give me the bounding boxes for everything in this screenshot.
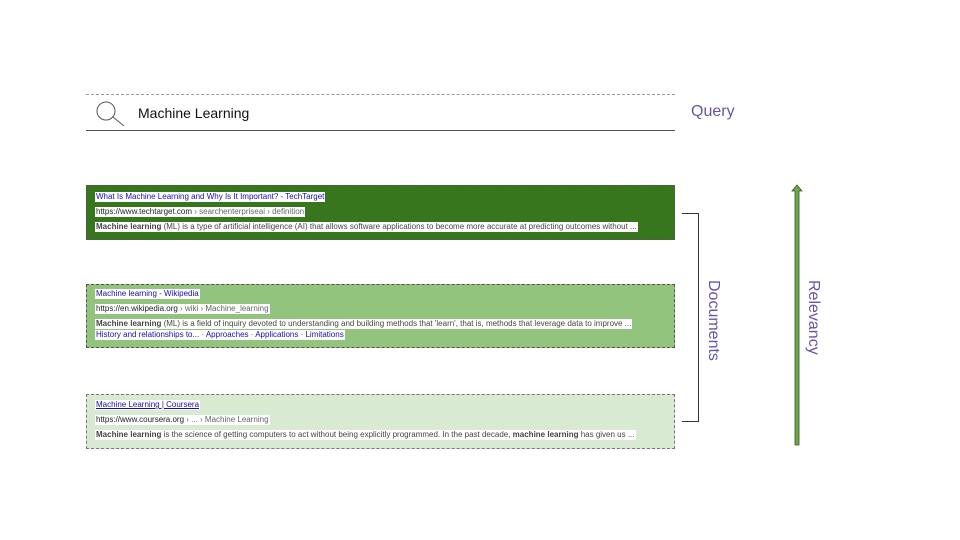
result-title-3[interactable]: Machine Learning | Coursera (95, 400, 201, 410)
result-sublinks-2: History and relationships to... · Approa… (95, 330, 345, 340)
snippet-bold-2: machine learning (512, 430, 579, 439)
result-title-text[interactable]: Machine learning - Wikipedia (96, 289, 199, 298)
result-url-path: › searchenterpriseai › definition (192, 207, 305, 216)
result-url-main: https://www.techtarget.com (96, 207, 193, 216)
documents-bracket (682, 213, 699, 422)
sublink-applications[interactable]: Applications (255, 330, 299, 339)
result-title-text[interactable]: Machine Learning | Coursera (96, 400, 200, 409)
result-title-text[interactable]: What Is Machine Learning and Why Is It I… (96, 192, 325, 201)
snippet-text-end: has given us ... (578, 430, 635, 439)
snippet-bold: Machine learning (96, 430, 162, 439)
sublink-history[interactable]: History and relationships to... (96, 330, 200, 339)
result-snippet-1: Machine learning (ML) is a type of artif… (95, 222, 638, 232)
result-url-2: https://en.wikipedia.org › wiki › Machin… (95, 304, 270, 314)
result-url-path: › wiki › Machine_learning (177, 304, 269, 313)
result-url-1: https://www.techtarget.com › searchenter… (95, 207, 306, 217)
result-title-2[interactable]: Machine learning - Wikipedia (95, 289, 200, 299)
query-label: Query (691, 103, 735, 120)
documents-label: Documents (705, 280, 722, 361)
snippet-text: (ML) is a field of inquiry devoted to un… (161, 319, 632, 328)
document-card-2: Machine learning - Wikipedia https://en.… (86, 284, 675, 348)
sublink-approaches[interactable]: Approaches (205, 330, 249, 339)
result-title-1[interactable]: What Is Machine Learning and Why Is It I… (95, 192, 326, 202)
search-bar[interactable]: Machine Learning (86, 94, 675, 131)
relevancy-label: Relevancy (805, 280, 822, 355)
result-url-main: https://www.coursera.org (96, 415, 185, 424)
snippet-bold: Machine learning (96, 222, 162, 231)
search-icon (96, 101, 125, 127)
result-url-path: › ... › Machine Learning (184, 415, 269, 424)
sublink-separator: · (298, 330, 306, 339)
result-url-main: https://en.wikipedia.org (96, 304, 178, 313)
document-card-3: Machine Learning | Coursera https://www.… (86, 394, 675, 449)
sublink-separator: · (199, 330, 206, 339)
sublink-separator: · (248, 330, 256, 339)
sublink-limitations[interactable]: Limitations (305, 330, 344, 339)
search-query[interactable]: Machine Learning (138, 105, 250, 121)
snippet-text: (ML) is a type of artificial intelligenc… (161, 222, 637, 231)
relevancy-arrow-icon (791, 184, 803, 446)
document-card-1: What Is Machine Learning and Why Is It I… (86, 185, 675, 240)
result-snippet-3: Machine learning is the science of getti… (95, 430, 636, 440)
result-snippet-2: Machine learning (ML) is a field of inqu… (95, 319, 633, 329)
result-url-3: https://www.coursera.org › ... › Machine… (95, 415, 270, 425)
snippet-bold: Machine learning (96, 319, 162, 328)
snippet-text: is the science of getting computers to a… (161, 430, 513, 439)
